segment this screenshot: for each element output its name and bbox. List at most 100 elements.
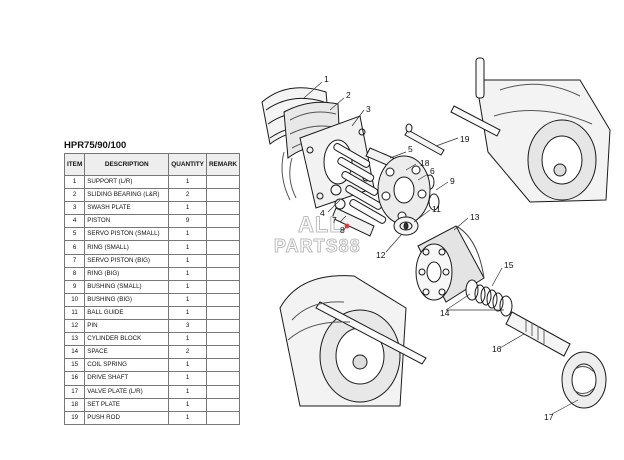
cell-item: 19 <box>63 410 86 425</box>
cell-quantity: 1 <box>168 384 207 399</box>
cell-item: 5 <box>63 227 86 242</box>
cell-remark <box>205 266 240 281</box>
cell-description: SWASH PLATE <box>84 201 170 216</box>
cell-remark <box>205 345 240 360</box>
callout-16: 16 <box>492 344 502 354</box>
servo-piston-big-part <box>331 207 375 237</box>
cell-quantity: 2 <box>168 345 207 360</box>
cell-item: 4 <box>63 214 86 229</box>
cell-remark <box>205 240 240 255</box>
cell-description: BUSHING (SMALL) <box>84 279 170 294</box>
cell-quantity: 1 <box>168 174 207 190</box>
cell-item: 11 <box>63 305 86 321</box>
cell-description: SERVO PISTON (SMALL) <box>84 227 170 242</box>
cell-item: 1 <box>63 174 86 190</box>
cell-quantity: 1 <box>168 201 207 216</box>
callout-7: 7 <box>332 215 337 225</box>
cell-quantity: 1 <box>168 279 207 294</box>
table-header-row: ITEM DESCRIPTION QUANTITY REMARK <box>63 153 240 176</box>
cell-remark <box>205 292 240 307</box>
cell-remark <box>205 253 240 268</box>
cell-item: 16 <box>63 371 86 386</box>
cell-description: CYLINDER BLOCK <box>84 332 170 347</box>
cell-item: 6 <box>63 240 86 255</box>
callout-13: 13 <box>470 212 480 222</box>
cell-remark <box>205 188 240 203</box>
spacer-part <box>465 279 513 317</box>
cell-remark <box>205 384 240 399</box>
cell-description: PISTON <box>84 214 170 229</box>
cell-remark <box>205 397 240 412</box>
callout-17: 17 <box>544 412 554 422</box>
assembled-pump-bottom <box>279 275 427 407</box>
callout-1: 1 <box>324 74 329 84</box>
callout-3: 3 <box>366 104 371 114</box>
watermark-line2: PARTS88 <box>274 236 361 256</box>
callout-leaders <box>303 81 579 415</box>
callout-5: 5 <box>408 144 413 154</box>
cell-quantity: 1 <box>168 358 207 373</box>
cell-remark <box>205 305 240 321</box>
cell-quantity: 1 <box>168 305 207 321</box>
header-description: DESCRIPTION <box>84 153 170 176</box>
cell-item: 8 <box>63 266 86 281</box>
header-remark: REMARK <box>205 153 240 176</box>
cell-quantity: 1 <box>168 266 207 281</box>
cell-remark <box>205 319 240 334</box>
callout-4: 4 <box>320 208 325 218</box>
pistons-part <box>330 143 387 224</box>
cell-quantity: 2 <box>168 188 207 203</box>
cell-description: DRIVE SHAFT <box>84 371 170 386</box>
watermark-line1: ALL <box>298 212 344 237</box>
cell-remark <box>205 410 240 425</box>
cell-description: BUSHING (BIG) <box>84 292 170 307</box>
cell-item: 13 <box>63 332 86 347</box>
cell-remark <box>205 227 240 242</box>
callout-8: 8 <box>340 225 345 235</box>
callout-15: 15 <box>504 260 514 270</box>
callout-6: 6 <box>430 166 435 176</box>
red-marker-dot <box>344 223 350 229</box>
cell-item: 12 <box>63 319 86 334</box>
cell-description: COIL SPRING <box>84 358 170 373</box>
cell-item: 7 <box>63 253 86 268</box>
cell-description: SET PLATE <box>84 397 170 412</box>
push-rod-part <box>404 123 445 156</box>
cell-remark <box>205 201 240 216</box>
drive-shaft-part <box>505 311 571 357</box>
cell-description: BALL GUIDE <box>84 305 170 321</box>
cell-description: RING (BIG) <box>84 266 170 281</box>
cell-quantity: 1 <box>168 332 207 347</box>
cell-remark <box>205 358 240 373</box>
cell-quantity: 1 <box>168 410 207 425</box>
cell-item: 18 <box>63 397 86 412</box>
assembled-pump-top <box>450 57 611 203</box>
coil-spring-part <box>474 284 504 312</box>
cell-remark <box>205 371 240 386</box>
cell-quantity: 3 <box>168 319 207 334</box>
cell-remark <box>205 332 240 347</box>
callout-11: 11 <box>432 204 441 214</box>
cell-description: PUSH ROD <box>84 410 170 425</box>
cell-description: VALVE PLATE (L/R) <box>84 384 170 399</box>
cell-quantity: 1 <box>168 240 207 255</box>
cell-quantity: 9 <box>168 214 207 229</box>
cell-remark <box>205 279 240 294</box>
cell-item: 3 <box>63 201 86 216</box>
